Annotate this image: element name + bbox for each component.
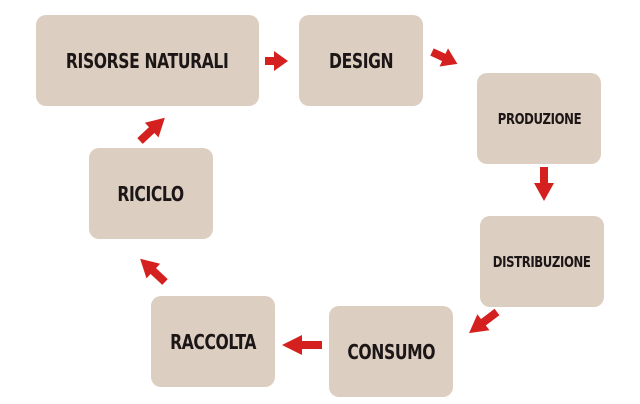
node-risorse-naturali: RISORSE NATURALI <box>36 15 259 106</box>
arrow-risorse-to-design <box>265 51 288 71</box>
node-produzione: PRODUZIONE <box>477 73 601 164</box>
node-consumo: CONSUMO <box>329 306 453 397</box>
arrow-distribuzione-to-consumo <box>469 308 500 334</box>
arrow-riciclo-to-risorse <box>137 117 165 144</box>
node-label: DESIGN <box>328 48 394 73</box>
node-label: CONSUMO <box>347 339 435 364</box>
node-raccolta: RACCOLTA <box>151 296 275 387</box>
arrow-raccolta-to-riciclo <box>140 258 168 285</box>
node-design: DESIGN <box>299 15 423 106</box>
node-label: RACCOLTA <box>170 329 256 354</box>
node-label: RISORSE NATURALI <box>66 48 229 73</box>
arrow-consumo-to-raccolta <box>282 335 322 355</box>
arrow-design-to-produzione <box>430 48 458 67</box>
node-distribuzione: DISTRIBUZIONE <box>480 216 604 307</box>
arrow-produzione-to-distribuzione <box>534 167 554 201</box>
node-label: DISTRIBUZIONE <box>493 252 591 271</box>
node-label: PRODUZIONE <box>497 109 581 128</box>
node-label: RICICLO <box>117 181 185 206</box>
node-riciclo: RICICLO <box>89 148 213 239</box>
